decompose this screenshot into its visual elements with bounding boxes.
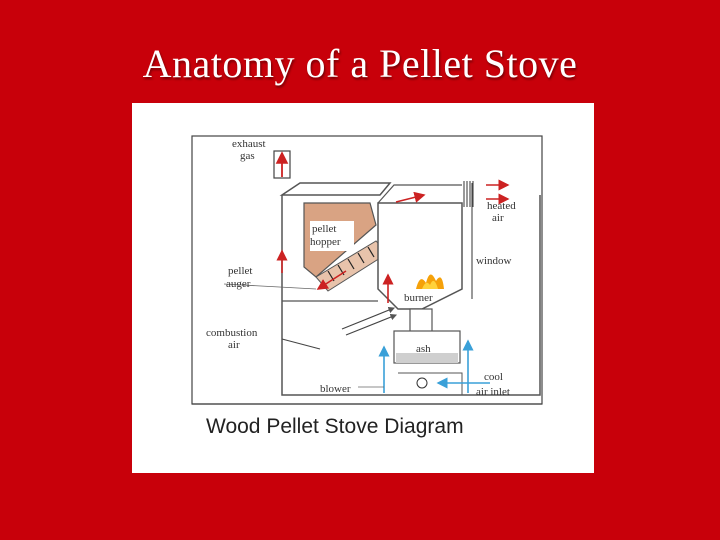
- heat-up-arrow: [395, 191, 426, 203]
- svg-text:air inlet: air inlet: [476, 386, 510, 398]
- label-pellet-hopper: pellet: [312, 223, 336, 235]
- label-ash: ash: [416, 343, 431, 355]
- slide-title: Anatomy of a Pellet Stove: [142, 41, 578, 86]
- label-pellet-auger: pellet: [228, 265, 252, 277]
- flame-icon: [416, 274, 444, 289]
- diagram-panel: exhaust gas heated air pellet hopper win…: [132, 103, 594, 473]
- blower-icon: [416, 377, 428, 389]
- label-exhaust: exhaust: [232, 138, 266, 150]
- stove-lid: [279, 182, 392, 196]
- burn-pot: [409, 308, 433, 334]
- pellet-stove-diagram: exhaust gas heated air pellet hopper win…: [191, 135, 543, 405]
- combustion-air-arrow: [341, 306, 396, 330]
- label-blower: blower: [320, 383, 351, 395]
- heat-exchanger-fins: [463, 181, 474, 207]
- svg-text:auger: auger: [226, 278, 251, 290]
- diagram-caption: Wood Pellet Stove Diagram: [206, 415, 464, 438]
- svg-text:hopper: hopper: [310, 236, 341, 248]
- label-combustion-air: combustion: [206, 327, 258, 339]
- label-cool-air-inlet: cool: [484, 371, 503, 383]
- svg-text:gas: gas: [240, 150, 255, 162]
- svg-text:air: air: [492, 212, 504, 224]
- label-burner: burner: [404, 292, 433, 304]
- svg-text:air: air: [228, 339, 240, 351]
- auger-flow-arrow: [316, 270, 347, 290]
- label-window: window: [476, 255, 512, 267]
- auger-leader: [223, 283, 317, 290]
- label-heated-air: heated: [487, 200, 516, 212]
